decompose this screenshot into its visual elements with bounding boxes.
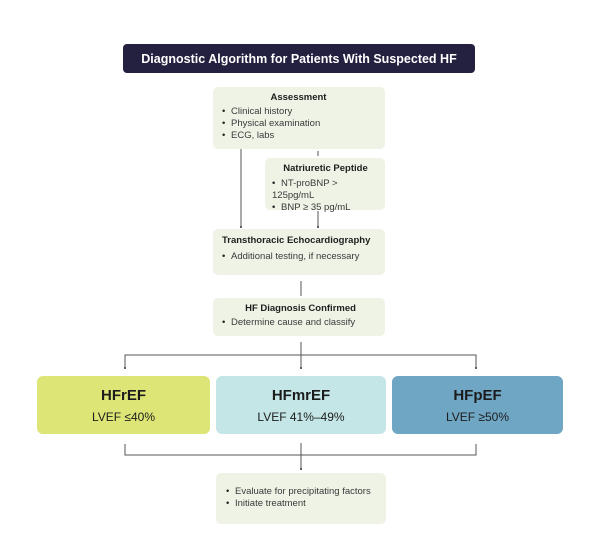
diagnosis-confirmed-box: HF Diagnosis Confirmed Determine cause a… — [213, 298, 385, 336]
classification-hfmref: HFmrEF LVEF 41%–49% — [216, 376, 386, 434]
echocardiography-heading: Transthoracic Echocardiography — [222, 235, 371, 246]
natriuretic-peptide-list: NT-proBNP > 125pg/mL BNP ≥ 35 pg/mL — [272, 178, 379, 214]
echocardiography-list: Additional testing, if necessary — [222, 251, 379, 263]
diagnosis-confirmed-heading: HF Diagnosis Confirmed — [245, 303, 356, 314]
diagnosis-confirmed-list: Determine cause and classify — [222, 317, 379, 329]
list-item: Clinical history — [222, 106, 375, 118]
diagram-title-text: Diagnostic Algorithm for Patients With S… — [141, 51, 457, 66]
arrow-tip — [300, 367, 302, 369]
diagram-title: Diagnostic Algorithm for Patients With S… — [123, 44, 475, 73]
arrow-tip — [317, 226, 319, 228]
list-item: Additional testing, if necessary — [222, 251, 379, 263]
classification-name: HFrEF — [101, 386, 146, 404]
classification-hfref: HFrEF LVEF ≤40% — [37, 376, 210, 434]
list-item: ECG, labs — [222, 130, 375, 142]
next-steps-list: Evaluate for precipitating factors Initi… — [226, 486, 380, 510]
echocardiography-box: Transthoracic Echocardiography Additiona… — [213, 229, 385, 275]
assessment-box: Assessment Clinical history Physical exa… — [213, 87, 385, 149]
classification-criterion: LVEF ≤40% — [91, 409, 156, 424]
arrow-tip — [124, 367, 126, 369]
list-item: Initiate treatment — [226, 498, 380, 510]
classification-hfpef: HFpEF LVEF ≥50% — [392, 376, 563, 434]
arrow-tip — [240, 226, 242, 228]
list-item: Determine cause and classify — [222, 317, 379, 329]
classification-name: HFpEF — [453, 386, 502, 404]
classification-name: HFmrEF — [271, 386, 331, 404]
natriuretic-peptide-heading: Natriuretic Peptide — [283, 163, 368, 174]
list-item: Evaluate for precipitating factors — [226, 486, 380, 498]
assessment-list: Clinical history Physical examination EC… — [222, 106, 375, 142]
list-item: BNP ≥ 35 pg/mL — [272, 202, 379, 214]
classification-criterion: LVEF 41%–49% — [257, 409, 345, 424]
assessment-heading: Assessment — [270, 92, 327, 103]
arrow-tip — [300, 468, 302, 470]
arrow-tip — [475, 367, 477, 369]
list-item: NT-proBNP > 125pg/mL — [272, 178, 379, 202]
list-item: Physical examination — [222, 118, 375, 130]
classification-criterion: LVEF ≥50% — [445, 409, 510, 424]
natriuretic-peptide-box: Natriuretic Peptide NT-proBNP > 125pg/mL… — [265, 158, 385, 213]
next-steps-box: Evaluate for precipitating factors Initi… — [216, 473, 386, 524]
